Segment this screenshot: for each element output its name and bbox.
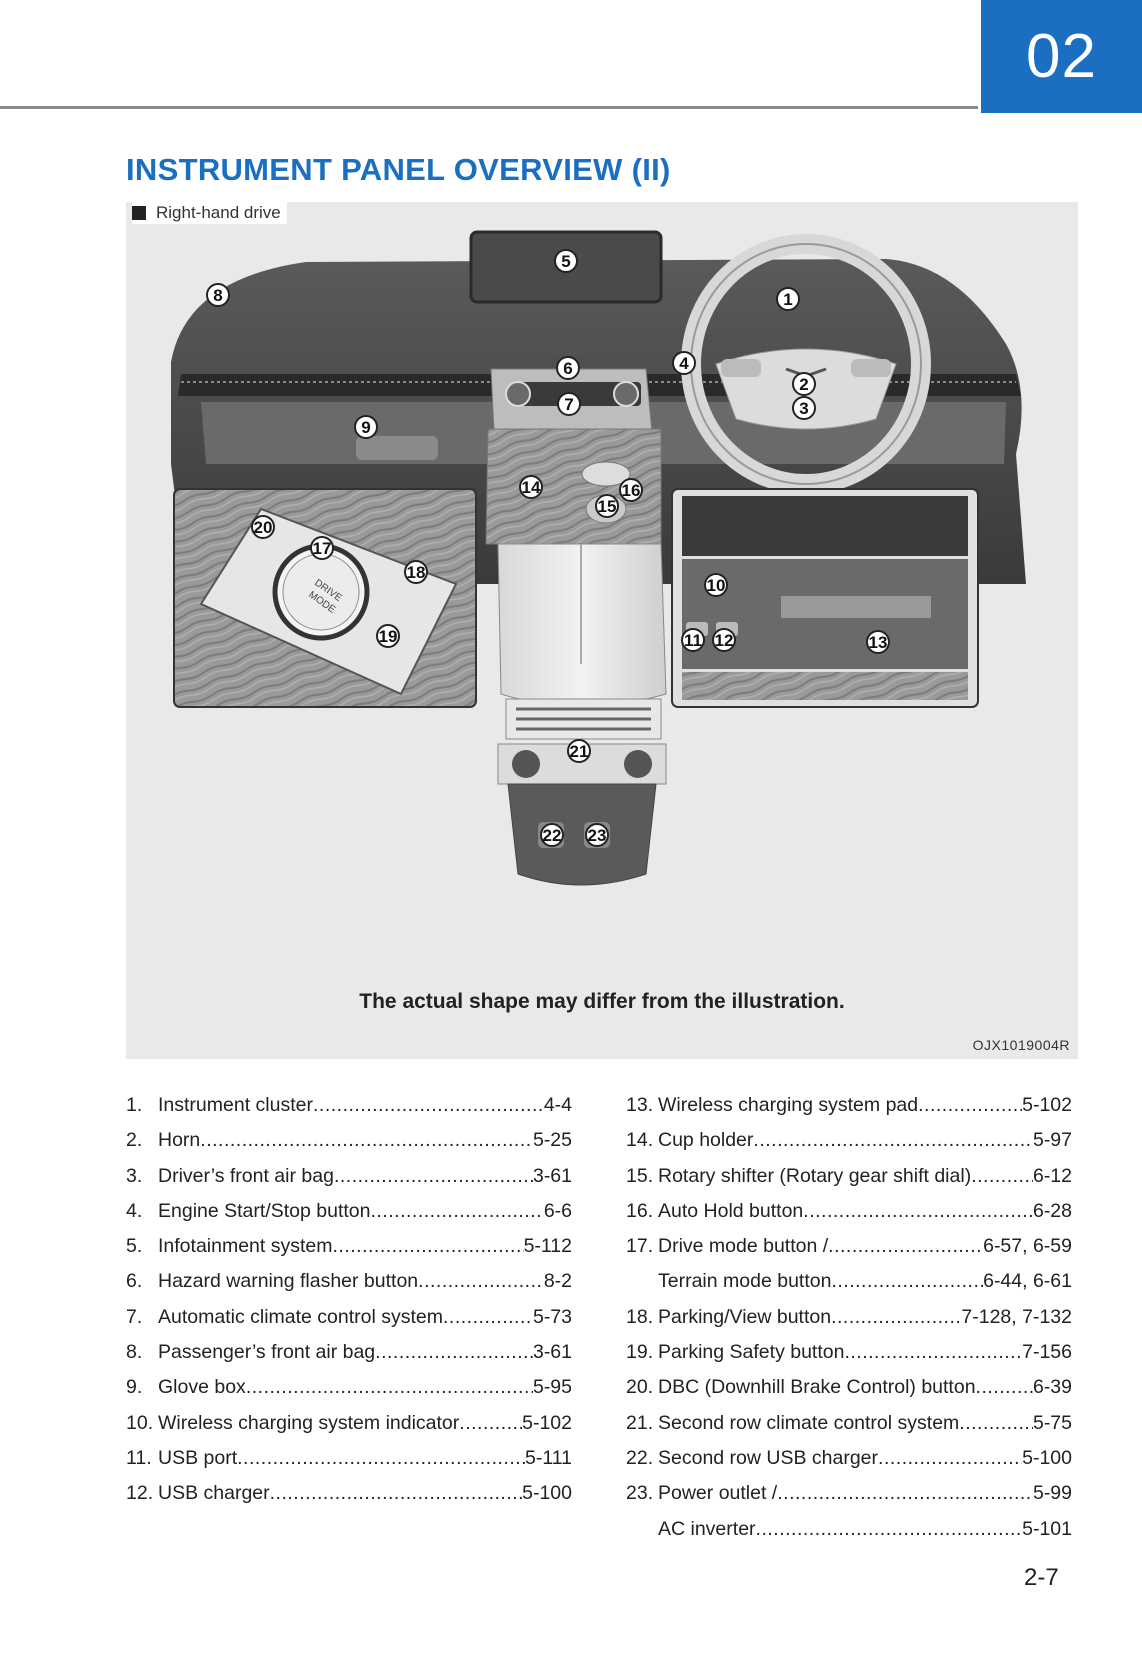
list-item: 9.Glove box5-95 <box>126 1370 572 1405</box>
svg-text:4: 4 <box>679 354 689 373</box>
svg-text:18: 18 <box>407 563 426 582</box>
svg-text:3: 3 <box>799 399 808 418</box>
callout-17: 17 <box>310 536 334 560</box>
list-item: 15.Rotary shifter (Rotary gear shift dia… <box>626 1159 1072 1194</box>
list-item: 18.Parking/View button7-128, 7-132 <box>626 1300 1072 1335</box>
callout-4: 4 <box>672 351 696 375</box>
list-item: 8.Passenger’s front air bag3-61 <box>126 1335 572 1370</box>
callout-19: 19 <box>376 624 400 648</box>
callout-12: 12 <box>712 628 736 652</box>
list-item: 20.DBC (Downhill Brake Control) button6-… <box>626 1370 1072 1405</box>
list-item: 11.USB port5-111 <box>126 1441 572 1476</box>
svg-text:1: 1 <box>783 290 792 309</box>
list-item: 10.Wireless charging system indicator5-1… <box>126 1406 572 1441</box>
callout-10: 10 <box>704 573 728 597</box>
list-item: 23.Power outlet /5-99 <box>626 1476 1072 1511</box>
callout-8: 8 <box>206 283 230 307</box>
list-item: 13.Wireless charging system pad5-102 <box>626 1088 1072 1123</box>
climate-display <box>511 382 641 406</box>
svg-text:13: 13 <box>869 633 888 652</box>
svg-text:15: 15 <box>598 497 617 516</box>
svg-text:20: 20 <box>254 518 273 537</box>
rear-outlet-panel <box>507 783 657 886</box>
chapter-tab: 02 <box>981 0 1142 113</box>
callout-23: 23 <box>585 823 609 847</box>
instrument-panel-figure: Right-hand drive <box>126 202 1078 1059</box>
svg-text:10: 10 <box>707 576 726 595</box>
figure-subtitle: Right-hand drive <box>132 202 287 224</box>
list-item: 12.USB charger5-100 <box>126 1476 572 1511</box>
rear-climate-panel <box>497 743 667 785</box>
callout-20: 20 <box>251 515 275 539</box>
callout-1: 1 <box>776 287 800 311</box>
callout-14: 14 <box>519 475 543 499</box>
list-item: 3.Driver’s front air bag3-61 <box>126 1159 572 1194</box>
svg-text:11: 11 <box>684 631 702 650</box>
list-item: 17.Drive mode button /6-57, 6-59 <box>626 1229 1072 1264</box>
list-item: 22.Second row USB charger5-100 <box>626 1441 1072 1476</box>
callout-21: 21 <box>567 739 591 763</box>
figure-code: OJX1019004R <box>972 1037 1070 1053</box>
callout-13: 13 <box>866 630 890 654</box>
subtitle-text: Right-hand drive <box>156 203 281 222</box>
callout-22: 22 <box>540 823 564 847</box>
callout-9: 9 <box>354 415 378 439</box>
svg-text:14: 14 <box>522 478 541 497</box>
list-item: 21.Second row climate control system5-75 <box>626 1406 1072 1441</box>
callout-7: 7 <box>557 392 581 416</box>
page-number: 2-7 <box>1024 1564 1059 1591</box>
svg-text:8: 8 <box>213 286 222 305</box>
list-item: 2.Horn5-25 <box>126 1123 572 1158</box>
svg-text:22: 22 <box>543 826 562 845</box>
list-item: 19.Parking Safety button7-156 <box>626 1335 1072 1370</box>
page-title: INSTRUMENT PANEL OVERVIEW (II) <box>126 152 671 187</box>
list-item: 5.Infotainment system5-112 <box>126 1229 572 1264</box>
callout-3: 3 <box>792 396 816 420</box>
list-item: 7.Automatic climate control system5-73 <box>126 1300 572 1335</box>
svg-text:2: 2 <box>799 375 808 394</box>
component-list-right: 13.Wireless charging system pad5-102 14.… <box>626 1088 1072 1547</box>
callout-16: 16 <box>619 478 643 502</box>
list-item: 1.Instrument cluster4-4 <box>126 1088 572 1123</box>
callout-2: 2 <box>792 372 816 396</box>
list-item: 6.Hazard warning flasher button8-2 <box>126 1264 572 1299</box>
callout-18: 18 <box>404 560 428 584</box>
callout-11: 11 <box>681 628 705 652</box>
list-item: 4.Engine Start/Stop button6-6 <box>126 1194 572 1229</box>
bullet-square-icon <box>132 206 146 220</box>
glove-box-handle <box>356 436 438 460</box>
svg-text:21: 21 <box>570 742 589 761</box>
component-list-left: 1.Instrument cluster4-4 2.Horn5-25 3.Dri… <box>126 1088 572 1512</box>
svg-text:16: 16 <box>622 481 641 500</box>
dashboard-illustration: DRIVE MODE 1 2 3 4 5 6 7 8 9 14 15 16 17… <box>171 230 1026 886</box>
svg-text:6: 6 <box>563 359 572 378</box>
svg-text:12: 12 <box>715 631 734 650</box>
svg-text:23: 23 <box>588 826 607 845</box>
svg-text:5: 5 <box>561 252 570 271</box>
callout-15: 15 <box>595 494 619 518</box>
list-item-continuation: AC inverter5-101 <box>626 1512 1072 1547</box>
header-rule <box>0 106 978 109</box>
svg-text:9: 9 <box>361 418 370 437</box>
list-item: 14.Cup holder5-97 <box>626 1123 1072 1158</box>
list-item-continuation: Terrain mode button6-44, 6-61 <box>626 1264 1072 1299</box>
svg-text:7: 7 <box>564 395 573 414</box>
list-item: 16.Auto Hold button6-28 <box>626 1194 1072 1229</box>
callout-6: 6 <box>556 356 580 380</box>
svg-text:19: 19 <box>379 627 398 646</box>
callout-5: 5 <box>554 249 578 273</box>
svg-text:17: 17 <box>313 539 332 558</box>
figure-caption: The actual shape may differ from the ill… <box>359 990 845 1013</box>
